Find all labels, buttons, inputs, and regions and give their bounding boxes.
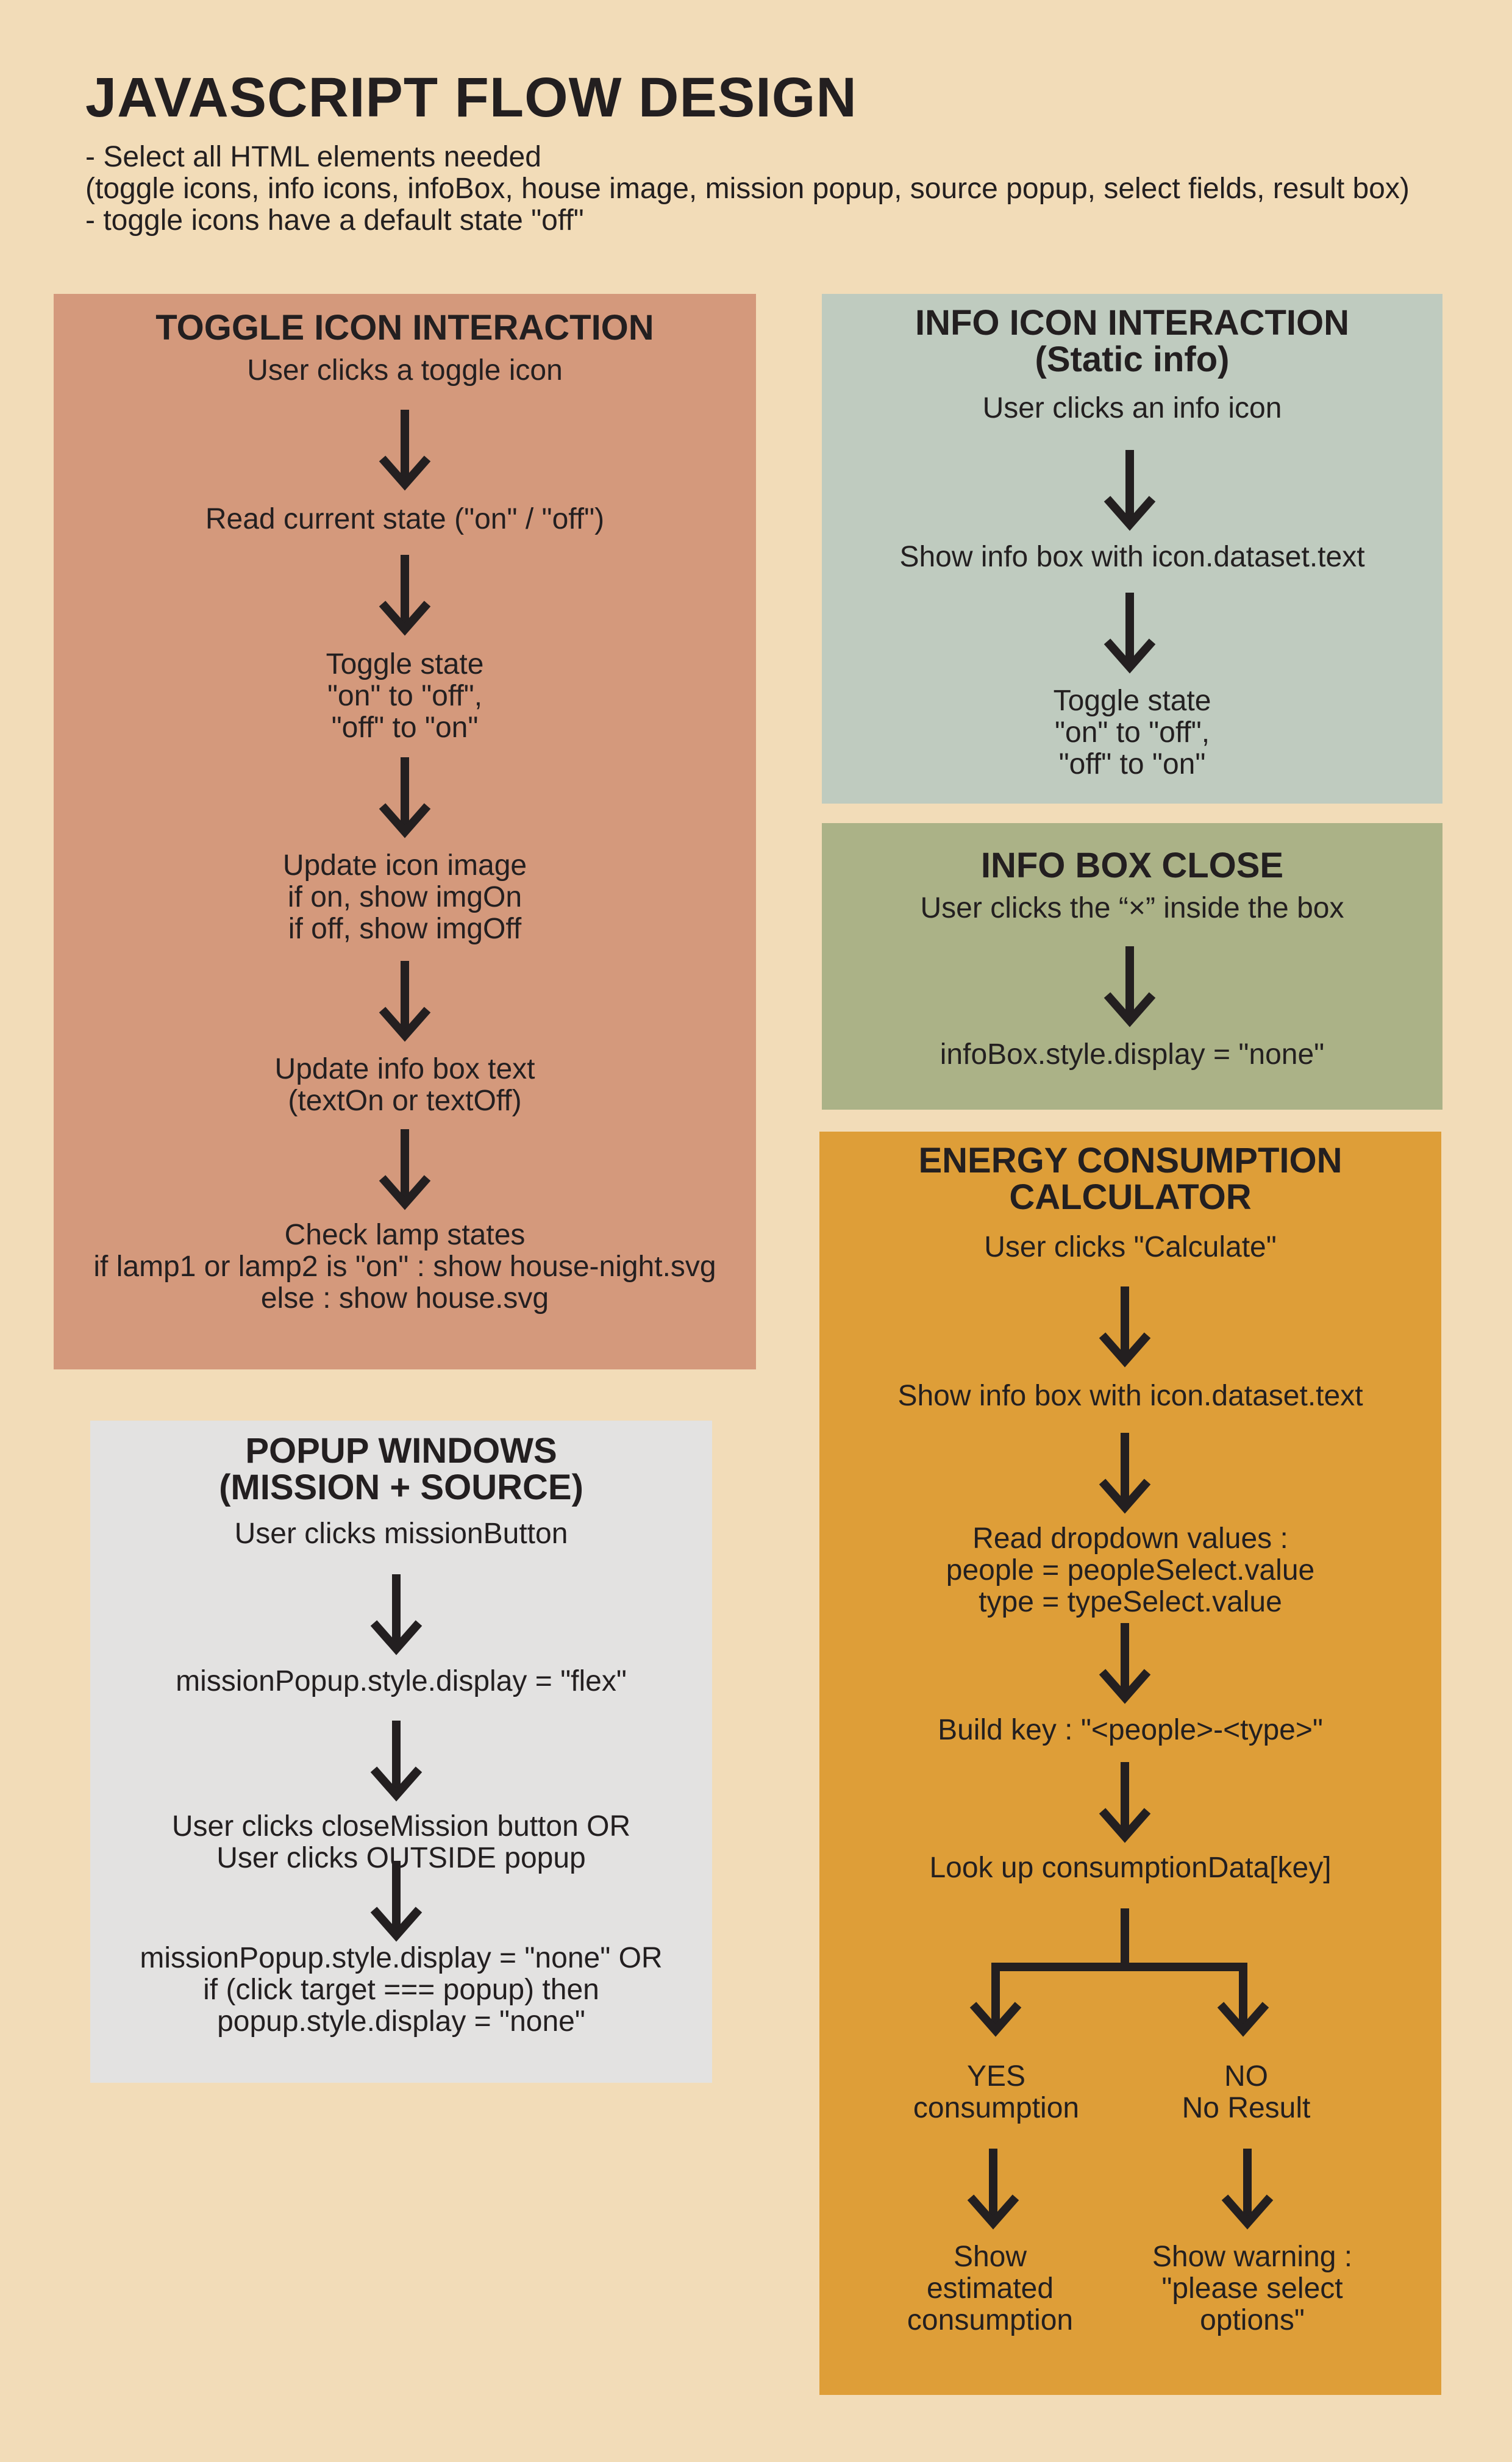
- branch-connector: [969, 1908, 1269, 2037]
- down-arrow-icon: [1099, 1286, 1151, 1368]
- down-arrow-icon: [379, 757, 431, 838]
- flow-step: User clicks closeMission button OR User …: [171, 1810, 631, 1874]
- toggle-icon-panel: TOGGLE ICON INTERACTION User clicks a to…: [54, 294, 756, 1369]
- yes-branch-label: YES consumption: [913, 2060, 1080, 2124]
- yes-result: Show estimated consumption: [907, 2241, 1074, 2336]
- down-arrow-icon: [379, 1129, 431, 1210]
- info-close-panel: INFO BOX CLOSE User clicks the “×” insid…: [822, 823, 1442, 1110]
- down-arrow-icon: [1099, 1433, 1151, 1514]
- flow-step: Read dropdown values : people = peopleSe…: [946, 1522, 1315, 1618]
- flow-step: Show info box with icon.dataset.text: [899, 541, 1365, 573]
- panel-title: POPUP WINDOWS (MISSION + SOURCE): [219, 1431, 583, 1507]
- flow-step: Update icon image if on, show imgOn if o…: [282, 849, 527, 945]
- down-arrow-icon: [1104, 593, 1156, 674]
- intro-line: - Select all HTML elements needed: [85, 141, 541, 173]
- down-arrow-icon: [370, 1721, 423, 1802]
- flow-step: User clicks a toggle icon: [247, 354, 563, 387]
- down-arrow-icon: [1099, 1762, 1151, 1843]
- flow-step: User clicks missionButton: [234, 1518, 568, 1550]
- panel-title: INFO BOX CLOSE: [980, 846, 1284, 885]
- flow-step: missionPopup.style.display = "flex": [176, 1665, 627, 1697]
- info-icon-panel: INFO ICON INTERACTION (Static info) User…: [822, 294, 1442, 804]
- popup-windows-panel: POPUP WINDOWS (MISSION + SOURCE) User cl…: [90, 1421, 712, 2083]
- flow-step: Check lamp states if lamp1 or lamp2 is "…: [93, 1219, 716, 1315]
- intro-notes: - Select all HTML elements needed (toggl…: [85, 141, 1414, 237]
- down-arrow-icon: [370, 1861, 423, 1942]
- down-arrow-icon: [379, 555, 431, 636]
- no-branch-label: NO No Result: [1182, 2060, 1311, 2124]
- flow-step: missionPopup.style.display = "none" OR i…: [140, 1942, 663, 2038]
- down-arrow-icon: [1104, 946, 1156, 1027]
- energy-calculator-panel: ENERGY CONSUMPTION CALCULATOR User click…: [819, 1132, 1441, 2395]
- panel-title: TOGGLE ICON INTERACTION: [155, 308, 654, 348]
- no-result: Show warning : "please select options": [1152, 2241, 1353, 2336]
- down-arrow-icon: [379, 410, 431, 491]
- page-title: JAVASCRIPT FLOW DESIGN: [85, 66, 857, 129]
- intro-line: (toggle icons, info icons, infoBox, hous…: [85, 173, 1410, 205]
- flow-step: Toggle state "on" to "off", "off" to "on…: [326, 648, 484, 744]
- flow-step: Show info box with icon.dataset.text: [897, 1380, 1363, 1412]
- panel-title: ENERGY CONSUMPTION CALCULATOR: [918, 1141, 1343, 1217]
- panel-title: INFO ICON INTERACTION (Static info): [915, 303, 1350, 379]
- flow-step: Look up consumptionData[key]: [929, 1852, 1332, 1884]
- flow-step: Update info box text (textOn or textOff): [274, 1053, 535, 1117]
- down-arrow-icon: [967, 2149, 1019, 2230]
- flow-step: Read current state ("on" / "off"): [205, 503, 605, 535]
- flow-step: User clicks "Calculate": [984, 1231, 1277, 1263]
- down-arrow-icon: [370, 1574, 423, 1655]
- flow-step: User clicks the “×” inside the box: [920, 892, 1344, 924]
- down-arrow-icon: [1099, 1623, 1151, 1704]
- down-arrow-icon: [1104, 450, 1156, 531]
- flow-step: Build key : "<people>-<type>": [938, 1714, 1323, 1746]
- intro-line: - toggle icons have a default state "off…: [85, 204, 584, 237]
- flow-step: Toggle state "on" to "off", "off" to "on…: [1053, 685, 1211, 780]
- down-arrow-icon: [1221, 2149, 1274, 2230]
- flow-step: infoBox.style.display = "none": [940, 1038, 1325, 1071]
- down-arrow-icon: [379, 961, 431, 1042]
- flow-step: User clicks an info icon: [982, 392, 1282, 424]
